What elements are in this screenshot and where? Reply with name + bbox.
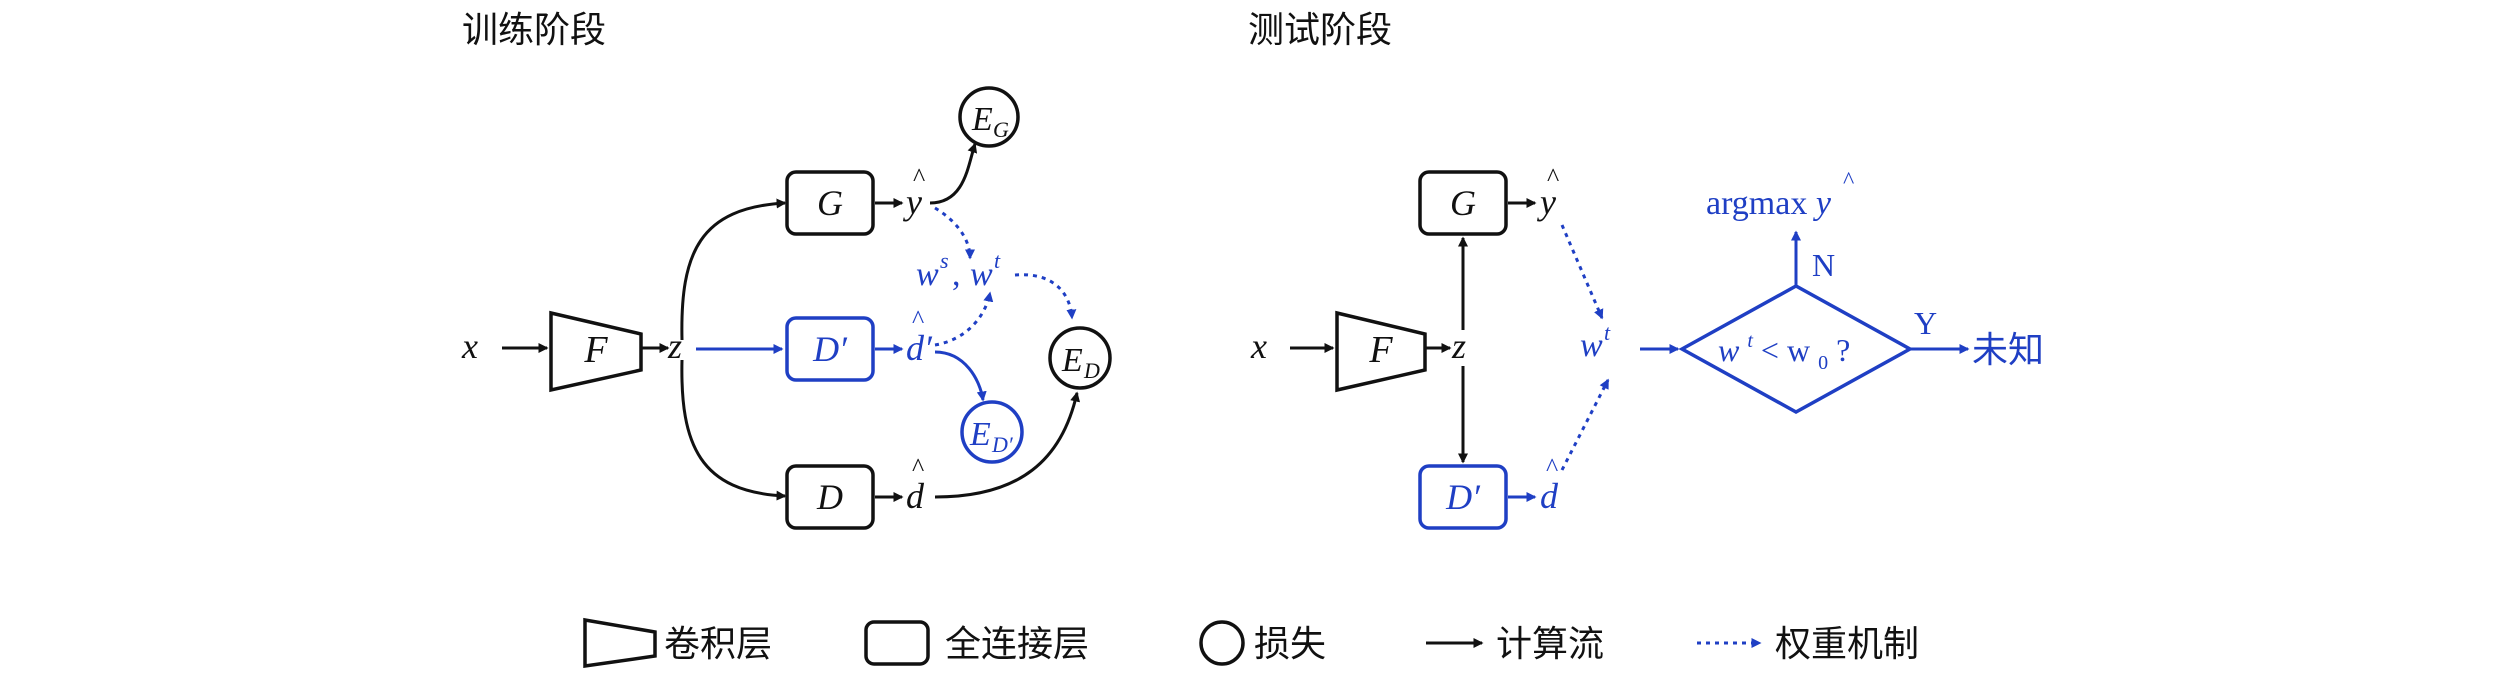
train-weight-ws-sup: s: [940, 248, 949, 273]
train-y-hat-caret: ^: [913, 163, 925, 192]
train-fc-layer-g: [785, 170, 875, 236]
test-fc-layer-dprime: [1418, 464, 1508, 530]
train-weight-wt-sup: t: [994, 248, 1001, 273]
train-arrow-yhat-to-eg: [929, 142, 978, 205]
test-dotted-yhat-to-wt: [1560, 224, 1604, 320]
test-branch-yes-label: Y: [1914, 305, 1937, 341]
test-branch-no-label: N: [1812, 247, 1835, 283]
train-y-hat: y: [903, 182, 922, 222]
train-loss-eg-label: E: [971, 101, 993, 138]
test-y-hat: y: [1537, 182, 1556, 222]
train-arrow-dhatprime-to-edprime: [934, 350, 987, 402]
train-fc-label-d: D: [816, 477, 843, 517]
test-dotted-dhat-to-wt: [1560, 378, 1610, 471]
training-stage-title: 训练阶段: [462, 10, 606, 51]
test-fc-label-dprime: D′: [1445, 477, 1481, 517]
test-weight-wt-sup: t: [1604, 320, 1611, 345]
train-d-hat-caret: ^: [912, 453, 924, 482]
test-d-hat-caret: ^: [1546, 453, 1558, 482]
train-loss-edprime: [960, 400, 1024, 464]
legend-flow-label: 计算流: [1496, 624, 1604, 665]
train-weight-ws: w: [916, 256, 939, 293]
train-fc-layer-d: [785, 464, 875, 530]
test-d-hat: d: [1540, 476, 1559, 516]
test-argmax-caret: ^: [1843, 168, 1854, 194]
train-fc-layer-dprime: [785, 316, 875, 382]
test-conv-layer-f: [1335, 310, 1427, 393]
training-stage: 训练阶段 x F z G y ^ D′ d′ ^ D d ^ E G: [461, 10, 1112, 530]
train-d-hat-prime-caret: ^: [912, 305, 924, 334]
test-unknown-label: 未知: [1972, 330, 2044, 371]
test-latent-z: z: [1451, 326, 1466, 366]
train-dotted-weights-to-ed: [1014, 273, 1077, 320]
legend: 卷积层 全连接层 损失 计算流 权重机制: [583, 617, 1919, 669]
legend-fc-label: 全连接层: [945, 624, 1089, 665]
test-fc-label-g: G: [1450, 183, 1476, 223]
legend-conv-icon: [583, 617, 657, 669]
train-loss-edprime-sub: D′: [991, 432, 1014, 457]
train-loss-eg: [958, 86, 1020, 148]
train-arrow-dhat-to-ed: [934, 391, 1081, 499]
train-arrow-z-to-g: [680, 198, 787, 341]
train-conv-layer-f: [549, 310, 643, 393]
train-d-hat-prime: d′: [906, 328, 933, 368]
train-weight-comma: ,: [952, 256, 961, 293]
test-fc-layer-g: [1418, 170, 1508, 236]
test-decision-condition: w t < w 0 ?: [1718, 318, 1850, 376]
train-dotted-dhatprime-to-weights: [934, 291, 994, 347]
train-conv-label-f: F: [583, 329, 608, 371]
test-weight-wt: w: [1580, 327, 1603, 364]
test-input-x: x: [1250, 326, 1267, 366]
legend-weight-label: 权重机制: [1775, 624, 1919, 665]
train-arrow-z-to-d: [680, 359, 787, 501]
legend-conv-label: 卷积层: [664, 624, 772, 665]
test-stage: 测试阶段 x F z G y ^ D′ d ^ w t w t < w: [1248, 10, 2044, 530]
test-conv-label-f: F: [1368, 329, 1393, 371]
legend-loss-icon: [1199, 620, 1245, 666]
train-loss-edprime-label: E: [969, 416, 991, 453]
train-input-x: x: [461, 326, 478, 366]
test-y-hat-caret: ^: [1547, 163, 1559, 192]
train-loss-eg-sub: G: [993, 117, 1009, 142]
train-fc-label-dprime: D′: [812, 329, 848, 369]
legend-fc-icon: [864, 620, 930, 666]
train-loss-ed-label: E: [1061, 342, 1083, 379]
test-stage-title: 测试阶段: [1248, 10, 1392, 51]
train-loss-ed-sub: D: [1083, 358, 1100, 383]
test-argmax-label: argmax y: [1706, 185, 1832, 222]
train-d-hat: d: [906, 476, 925, 516]
train-latent-z: z: [667, 326, 682, 366]
train-fc-label-g: G: [817, 183, 843, 223]
train-weight-wt: w: [970, 256, 993, 293]
legend-loss-label: 损失: [1254, 624, 1326, 665]
train-loss-ed: [1048, 326, 1112, 390]
